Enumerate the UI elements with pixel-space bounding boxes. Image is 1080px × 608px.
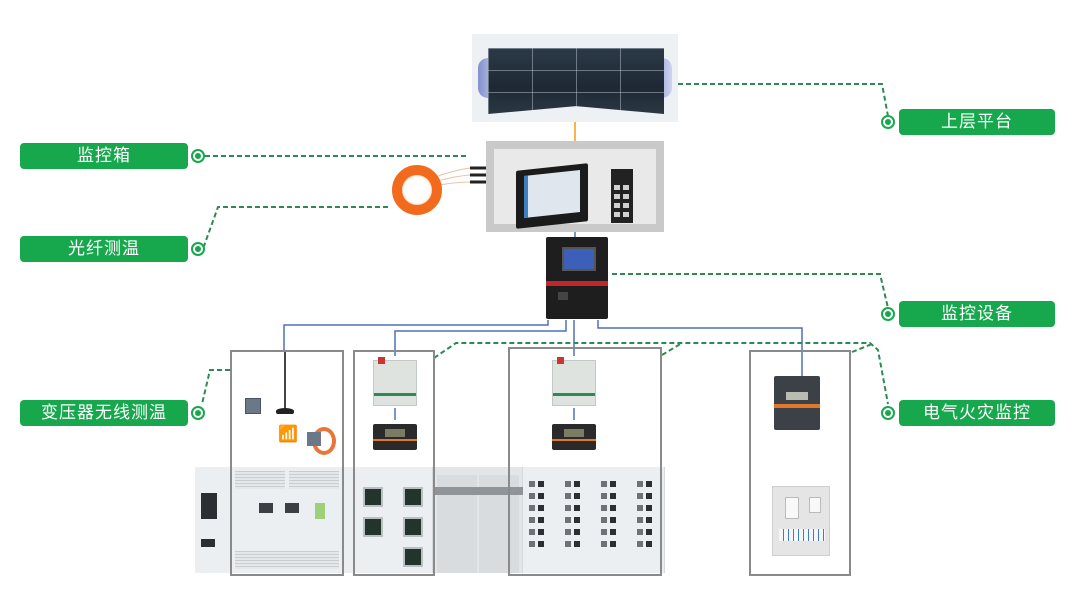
callout-fire-branch	[851, 343, 873, 353]
drawer-indicator	[610, 517, 616, 523]
drawer-indicator	[601, 541, 607, 547]
callout-fiber	[203, 206, 388, 247]
video-wall	[472, 34, 678, 122]
monitor-box	[486, 141, 664, 232]
drawer-indicator	[574, 529, 580, 535]
drawer-indicator	[538, 493, 544, 499]
drawer-indicator	[574, 481, 580, 487]
drawer-indicator	[610, 529, 616, 535]
drawer-indicator	[565, 529, 571, 535]
drawer-indicator	[529, 529, 535, 535]
clamp-sensor-body	[307, 432, 321, 446]
drawer-indicator	[610, 505, 616, 511]
drawer-indicator	[610, 493, 616, 499]
switchgear-panel	[343, 467, 433, 573]
switchgear-lineup	[195, 467, 665, 573]
fire-zone-frame	[749, 350, 851, 576]
drawer-indicator	[637, 493, 643, 499]
drawer-indicator	[538, 517, 544, 523]
drawer-indicator	[637, 517, 643, 523]
drawer-indicator	[646, 505, 652, 511]
label-fiber-temp: 光纤测温	[20, 236, 188, 262]
drawer-indicator	[565, 505, 571, 511]
meter-icon	[373, 424, 417, 450]
distribution-box-icon	[772, 486, 830, 556]
drawer-indicator	[565, 481, 571, 487]
callout-lv2-branch	[661, 342, 683, 356]
drawer-indicator	[565, 541, 571, 547]
drawer-indicator	[646, 517, 652, 523]
drawer-indicator	[529, 493, 535, 499]
drawer-indicator	[601, 493, 607, 499]
antenna-icon	[284, 352, 286, 410]
hmi-touchscreen-icon	[516, 163, 588, 229]
drawer-indicator	[529, 505, 535, 511]
network-switch-icon	[611, 169, 633, 223]
drawer-indicator	[574, 493, 580, 499]
label-transformer-wireless-temp: 变压器无线测温	[20, 400, 188, 426]
io-module-icon	[373, 357, 417, 406]
transformer-zone-frame	[230, 350, 344, 576]
monitor-host-icon	[546, 237, 608, 319]
drawer-indicator	[574, 505, 580, 511]
bus-line-lv1	[394, 320, 567, 356]
drawer-indicator	[529, 517, 535, 523]
drawer-indicator	[637, 541, 643, 547]
drawer-indicator	[538, 505, 544, 511]
drawer-indicator	[538, 541, 544, 547]
drawer-indicator	[646, 541, 652, 547]
drawer-indicator	[574, 541, 580, 547]
drawer-indicator	[565, 517, 571, 523]
label-electrical-fire-monitor: 电气火灾监控	[899, 400, 1055, 426]
drawer-indicator	[646, 529, 652, 535]
drawer-indicator	[637, 481, 643, 487]
label-monitor-device: 监控设备	[899, 301, 1055, 327]
callout-transformer	[201, 369, 230, 405]
wireless-sensor-icon	[245, 398, 261, 414]
drawer-indicator	[610, 541, 616, 547]
drawer-indicator	[601, 529, 607, 535]
callout-dot-icon	[881, 115, 895, 129]
drawer-indicator	[574, 517, 580, 523]
callout-dot-icon	[881, 307, 895, 321]
fiber-coil-icon	[392, 165, 442, 215]
drawer-indicator	[610, 481, 616, 487]
callout-dot-icon	[191, 149, 205, 163]
lv-zone-1-frame	[353, 350, 435, 576]
callout-fire	[433, 342, 889, 405]
drawer-indicator	[529, 481, 535, 487]
video-wall-icon	[488, 48, 664, 114]
callout-monitor-device	[612, 273, 889, 309]
meter-icon	[552, 424, 596, 450]
label-monitor-box: 监控箱	[20, 143, 188, 169]
lv-zone-2-frame	[508, 347, 662, 576]
switchgear-panel	[523, 467, 665, 573]
drawer-indicator	[529, 541, 535, 547]
drawer-indicator	[538, 481, 544, 487]
drawer-indicator	[601, 505, 607, 511]
fire-detector-icon	[774, 376, 820, 430]
io-module-icon	[552, 357, 596, 406]
bus-line-fire	[597, 320, 803, 378]
switchgear-panel	[231, 467, 343, 573]
drawer-indicator	[601, 517, 607, 523]
drawer-indicator	[538, 529, 544, 535]
callout-upper-platform	[678, 83, 889, 117]
bus-line-transformer	[283, 320, 549, 350]
drawer-indicator	[601, 481, 607, 487]
drawer-indicator	[565, 493, 571, 499]
label-upper-platform: 上层平台	[899, 109, 1055, 135]
callout-dot-icon	[881, 406, 895, 420]
wifi-icon: 📶	[278, 424, 298, 443]
callout-dot-icon	[191, 406, 205, 420]
drawer-indicator	[646, 493, 652, 499]
drawer-indicator	[646, 481, 652, 487]
antenna-base-icon	[276, 408, 294, 414]
callout-dot-icon	[191, 242, 205, 256]
drawer-indicator	[637, 505, 643, 511]
drawer-indicator	[637, 529, 643, 535]
switchgear-panel	[195, 467, 231, 573]
